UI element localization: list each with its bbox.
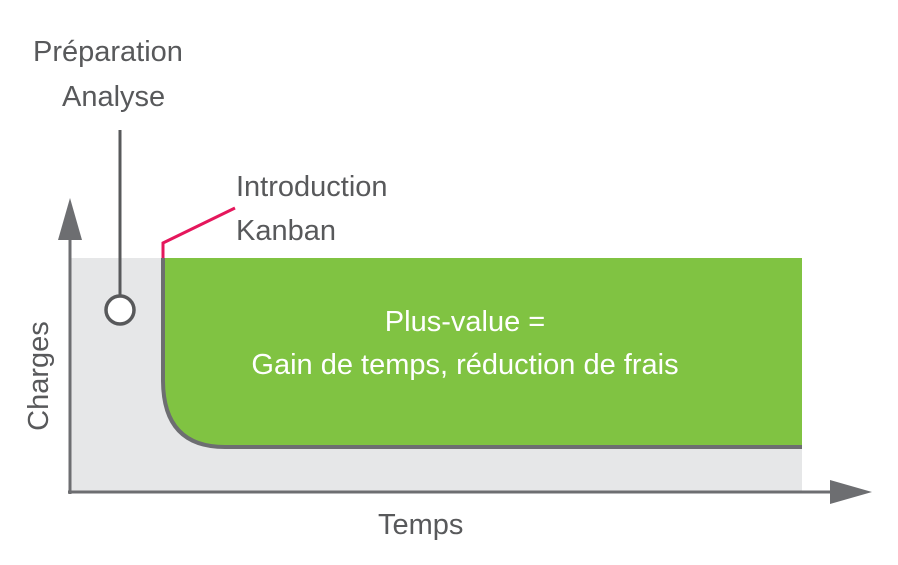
kanban-marker-line xyxy=(161,206,236,258)
value-area xyxy=(163,258,802,447)
y-axis-arrow-icon xyxy=(58,198,82,240)
label-analyse: Analyse xyxy=(62,81,166,113)
label-preparation: Préparation xyxy=(33,36,183,68)
x-axis-label: Temps xyxy=(378,509,464,541)
preparation-marker-icon xyxy=(104,294,136,326)
label-introduction: Introduction xyxy=(236,171,388,203)
label-kanban: Kanban xyxy=(236,215,336,247)
y-axis-label: Charges xyxy=(23,321,55,431)
label-gain: Gain de temps, réduction de frais xyxy=(251,349,679,381)
charges-curve xyxy=(161,258,802,449)
x-axis-arrow-icon xyxy=(830,480,872,504)
label-plus-value: Plus-value = xyxy=(384,306,546,338)
